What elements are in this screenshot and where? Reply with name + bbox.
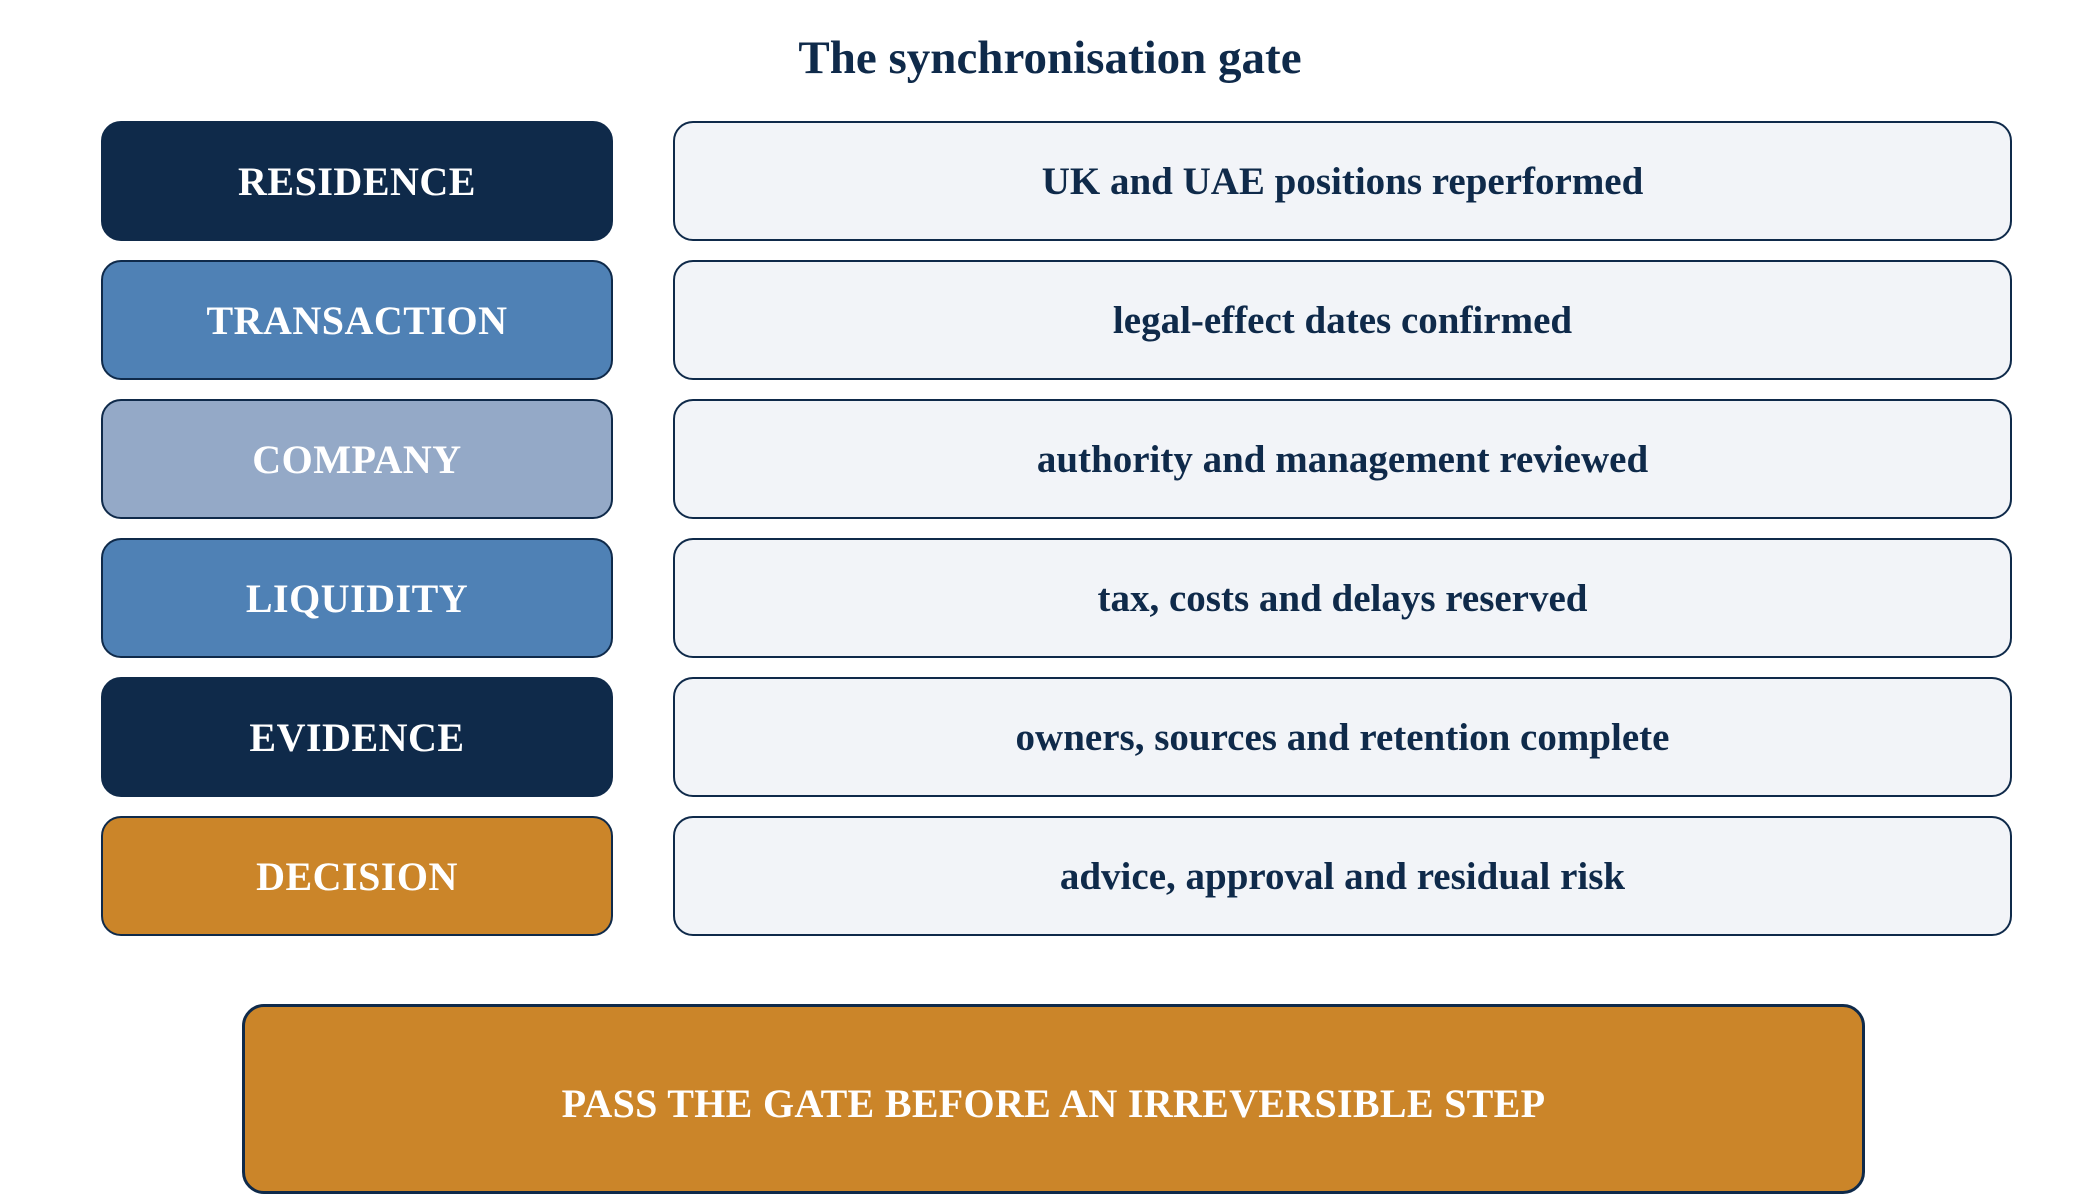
description-box-evidence: owners, sources and retention complete [673, 677, 2012, 797]
label-box-residence: RESIDENCE [101, 121, 613, 241]
gate-banner: PASS THE GATE BEFORE AN IRREVERSIBLE STE… [242, 1004, 1865, 1194]
description-box-transaction: legal-effect dates confirmed [673, 260, 2012, 380]
gate-row-decision: DECISION advice, approval and residual r… [101, 816, 2012, 936]
label-box-decision: DECISION [101, 816, 613, 936]
gate-row-evidence: EVIDENCE owners, sources and retention c… [101, 677, 2012, 797]
label-box-evidence: EVIDENCE [101, 677, 613, 797]
diagram-title: The synchronisation gate [798, 32, 1302, 84]
label-box-liquidity: LIQUIDITY [101, 538, 613, 658]
gate-row-company: COMPANY authority and management reviewe… [101, 399, 2012, 519]
description-box-decision: advice, approval and residual risk [673, 816, 2012, 936]
description-box-residence: UK and UAE positions reperformed [673, 121, 2012, 241]
description-box-liquidity: tax, costs and delays reserved [673, 538, 2012, 658]
label-box-company: COMPANY [101, 399, 613, 519]
gate-row-residence: RESIDENCE UK and UAE positions reperform… [101, 121, 2012, 241]
description-box-company: authority and management reviewed [673, 399, 2012, 519]
gate-rows: RESIDENCE UK and UAE positions reperform… [101, 121, 2012, 955]
gate-row-liquidity: LIQUIDITY tax, costs and delays reserved [101, 538, 2012, 658]
gate-row-transaction: TRANSACTION legal-effect dates confirmed [101, 260, 2012, 380]
label-box-transaction: TRANSACTION [101, 260, 613, 380]
